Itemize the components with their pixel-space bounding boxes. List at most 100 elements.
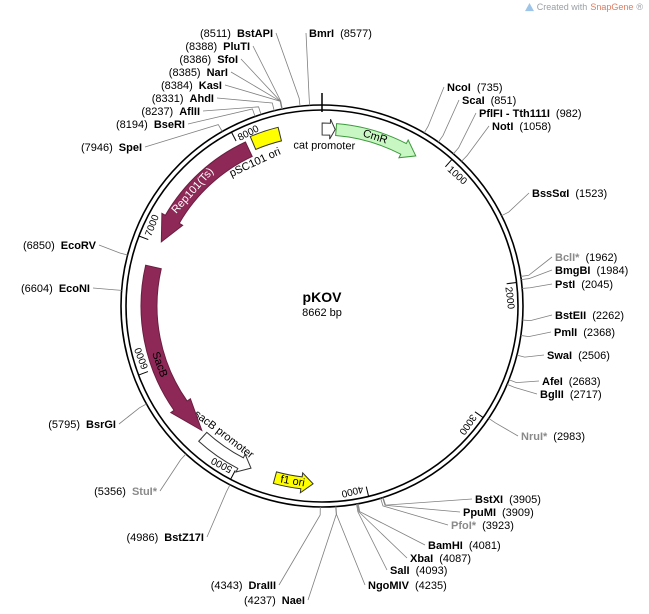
feature-cmr[interactable] bbox=[335, 123, 417, 159]
feature-label-cat-promoter: cat promoter bbox=[293, 139, 355, 152]
feature-sacb[interactable] bbox=[140, 264, 203, 432]
plasmid-size: 8662 bp bbox=[302, 307, 342, 319]
site-name: NruI* bbox=[521, 431, 548, 443]
feature-f1-ori[interactable] bbox=[272, 471, 314, 494]
site-name: BamHI bbox=[428, 540, 463, 552]
site-leader bbox=[202, 106, 262, 115]
site-position: (4093) bbox=[416, 565, 448, 577]
site-ahdi[interactable]: AhdI(8331) bbox=[152, 93, 275, 111]
site-bstxi[interactable]: BstXI(3905) bbox=[382, 494, 541, 506]
site-leader bbox=[206, 484, 231, 538]
site-leader bbox=[307, 506, 337, 601]
site-position: (4343) bbox=[211, 580, 243, 592]
site-pmli[interactable]: PmlI (2368) bbox=[520, 327, 615, 339]
site-leader bbox=[144, 124, 223, 148]
site-position: (3923) bbox=[482, 520, 514, 532]
site-name: PmlI bbox=[554, 327, 577, 339]
site-econi[interactable]: EcoNI(6604) bbox=[21, 283, 122, 295]
site-position: (8384) bbox=[161, 80, 193, 92]
site-name: BstZ17I bbox=[164, 532, 204, 544]
site-ncoi[interactable]: NcoI(735) bbox=[423, 82, 503, 134]
site-leader bbox=[356, 503, 388, 571]
site-ppumi[interactable]: PpuMI (3909) bbox=[382, 497, 534, 519]
site-swai[interactable]: SwaI(2506) bbox=[516, 350, 610, 362]
site-position: (7946) bbox=[81, 142, 113, 154]
site-pflfi-tth111i[interactable]: PflFI - Tth111I(982) bbox=[453, 108, 582, 155]
plasmid-name: pKOV bbox=[303, 289, 343, 305]
site-bglii[interactable]: BglII(2717) bbox=[506, 383, 602, 401]
site-position: (4087) bbox=[439, 553, 471, 565]
site-name: PpuMI bbox=[463, 507, 496, 519]
site-bmri[interactable]: BmrI(8577) bbox=[305, 28, 372, 106]
site-position: (2983) bbox=[553, 431, 585, 443]
site-scai[interactable]: ScaI(851) bbox=[438, 95, 517, 143]
site-leader bbox=[522, 314, 553, 322]
site-spei[interactable]: SpeI(7946) bbox=[81, 124, 223, 154]
site-position: (851) bbox=[491, 95, 517, 107]
site-position: (8237) bbox=[141, 106, 173, 118]
site-ngomiv[interactable]: NgoMIV(4235) bbox=[335, 506, 447, 592]
site-leader bbox=[521, 269, 553, 281]
site-sali[interactable]: SalI(4093) bbox=[356, 503, 448, 577]
feature-sacb-promoter[interactable] bbox=[198, 431, 252, 473]
site-bcli-[interactable]: BclI*(1962) bbox=[520, 252, 617, 277]
site-afei[interactable]: AfeI(2683) bbox=[508, 376, 601, 388]
site-name: BclI* bbox=[555, 252, 580, 264]
site-ecorv[interactable]: EcoRV(6850) bbox=[23, 240, 128, 256]
site-kasi[interactable]: KasI (8384) bbox=[161, 80, 283, 110]
site-nrui-[interactable]: NruI* (2983) bbox=[488, 417, 585, 443]
site-bamhi[interactable]: BamHI(4081) bbox=[357, 503, 501, 552]
site-xbai[interactable]: XbaI(4087) bbox=[356, 503, 471, 565]
site-name: NaeI bbox=[282, 595, 305, 607]
credit-suffix: ® bbox=[636, 2, 643, 12]
site-leader bbox=[506, 383, 538, 395]
site-name: PflFI - Tth111I bbox=[479, 108, 550, 120]
site-stui-[interactable]: StuI*(5356) bbox=[94, 453, 187, 498]
feature-cat-promoter[interactable] bbox=[321, 118, 336, 140]
site-leader bbox=[508, 379, 540, 384]
snapgene-logo-icon bbox=[524, 2, 534, 11]
site-position: (4235) bbox=[415, 580, 447, 592]
site-position: (1984) bbox=[596, 265, 628, 277]
site-position: (8388) bbox=[185, 41, 217, 53]
site-position: (3909) bbox=[502, 507, 534, 519]
site-psti[interactable]: PstI(2045) bbox=[522, 279, 613, 291]
site-aflii[interactable]: AflII (8237) bbox=[141, 106, 262, 118]
feature-psc101-ori[interactable] bbox=[249, 126, 283, 151]
site-bmgbi[interactable]: BmgBI(1984) bbox=[521, 265, 628, 281]
site-noti[interactable]: NotI(1058) bbox=[461, 121, 552, 162]
site-bsrgi[interactable]: BsrGI(5795) bbox=[48, 403, 147, 431]
site-name: PstI bbox=[555, 279, 575, 291]
site-draiii[interactable]: DraIII(4343) bbox=[211, 506, 321, 592]
site-position: (3905) bbox=[509, 494, 541, 506]
site-name: AflII bbox=[179, 106, 200, 118]
site-position: (8577) bbox=[340, 28, 372, 40]
site-leader bbox=[92, 287, 122, 291]
site-leader bbox=[438, 99, 460, 143]
credit-prefix: Created with bbox=[536, 2, 588, 12]
site-pfoi-[interactable]: PfoI*(3923) bbox=[380, 498, 514, 532]
site-nari[interactable]: NarI(8385) bbox=[169, 67, 283, 110]
tick-label-3000: 3000 bbox=[456, 412, 478, 437]
site-position: (4237) bbox=[244, 595, 276, 607]
site-bstz17i[interactable]: BstZ17I(4986) bbox=[126, 484, 231, 544]
backbone bbox=[120, 93, 524, 508]
site-name: BsrGI bbox=[86, 419, 116, 431]
site-bseri[interactable]: BseRI(8194) bbox=[116, 108, 256, 131]
site-name: AhdI bbox=[190, 93, 214, 105]
backbone-outer bbox=[120, 104, 524, 508]
site-bsteii[interactable]: BstEII(2262) bbox=[522, 310, 624, 322]
backbone-inner bbox=[125, 109, 519, 503]
site-position: (2368) bbox=[583, 327, 615, 339]
site-bstapi[interactable]: BstAPI(8511) bbox=[200, 28, 301, 107]
site-name: KasI bbox=[199, 80, 222, 92]
feature-label-repa: Rep101(Ts) bbox=[169, 166, 216, 216]
site-name: EcoRV bbox=[61, 240, 97, 252]
site-position: (8386) bbox=[179, 54, 211, 66]
restriction-sites: BmrI(8577)BstAPI(8511)PluTI(8388)SfoI(83… bbox=[21, 28, 628, 607]
tick-7000 bbox=[138, 235, 149, 241]
feature-repa[interactable] bbox=[160, 141, 253, 243]
site-bsss-i[interactable]: BssSαI(1523) bbox=[501, 188, 608, 217]
